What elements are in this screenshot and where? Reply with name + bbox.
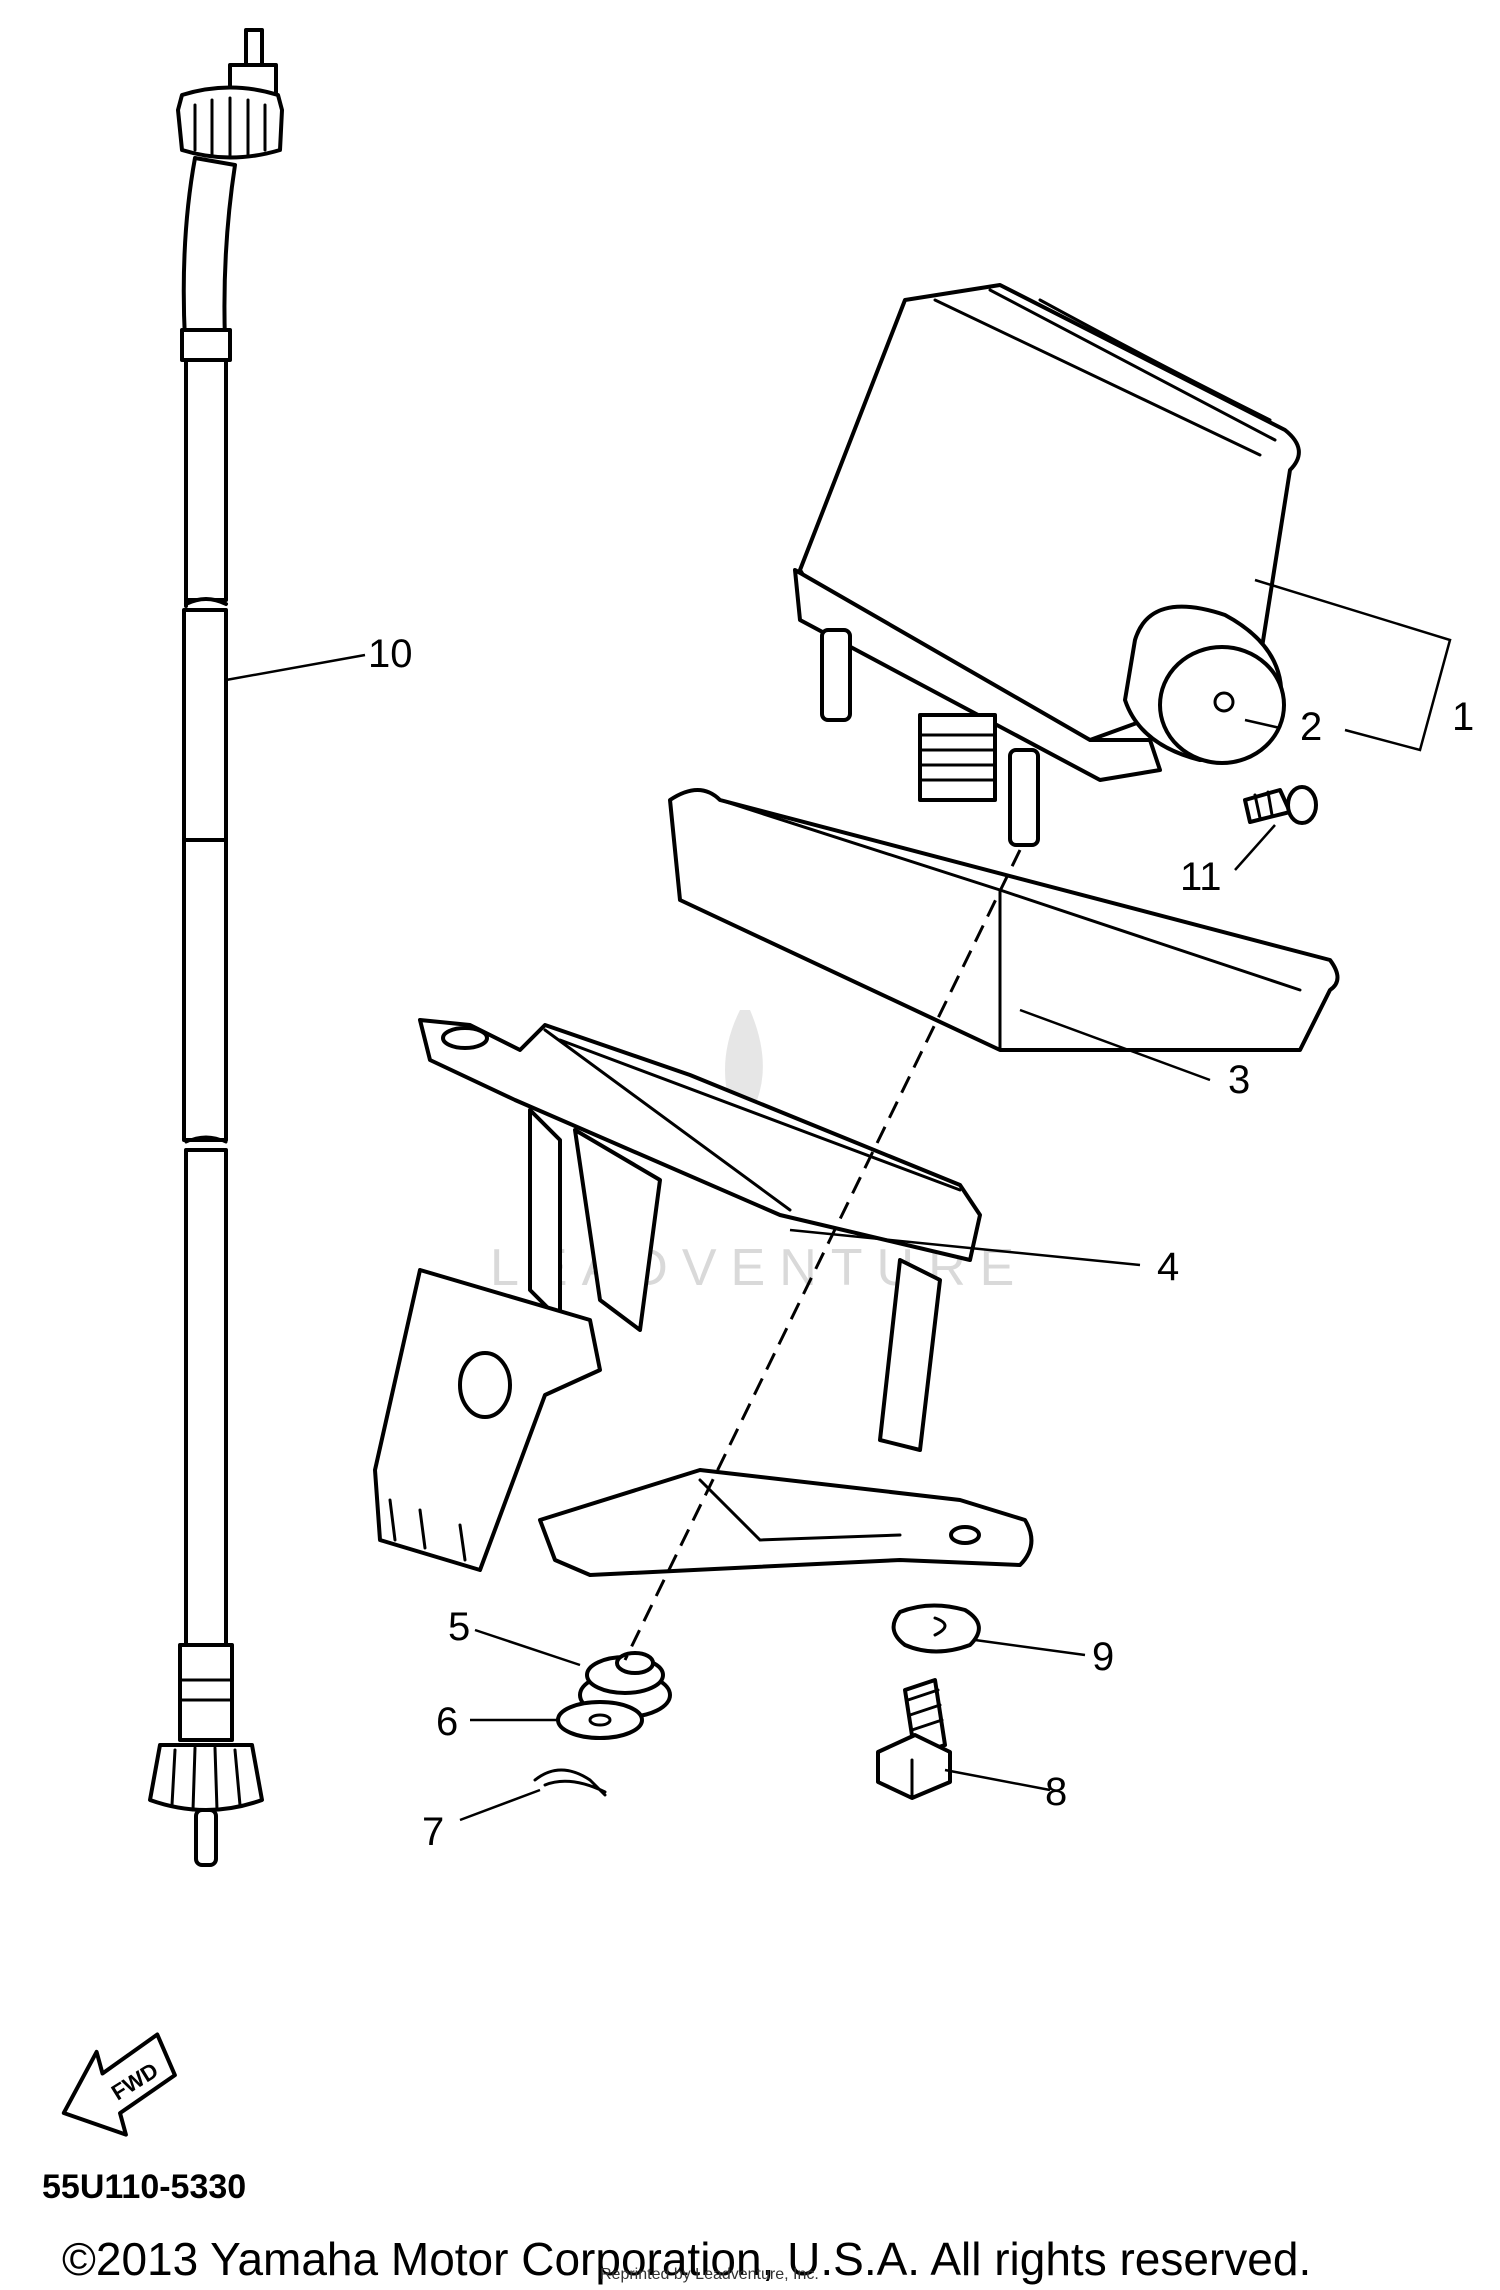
callout-5: 5 bbox=[448, 1605, 470, 1649]
callout-4: 4 bbox=[1157, 1245, 1179, 1289]
nut bbox=[891, 1603, 981, 1654]
callout-6: 6 bbox=[436, 1700, 458, 1744]
fwd-arrow: FWD bbox=[61, 2032, 177, 2137]
callout-labels: 1 2 3 4 5 6 7 8 9 10 11 bbox=[368, 632, 1474, 1854]
leader-lines bbox=[225, 578, 1452, 1822]
callout-2: 2 bbox=[1300, 705, 1322, 749]
speedometer-cable bbox=[148, 28, 284, 1867]
screw bbox=[1243, 785, 1318, 825]
callout-10: 10 bbox=[368, 632, 413, 676]
washer bbox=[556, 1700, 644, 1740]
assembly-line bbox=[623, 849, 1022, 1661]
copyright-notice: ©2013 Yamaha Motor Corporation, U.S.A. A… bbox=[62, 2233, 1312, 2285]
meter-cushion bbox=[668, 788, 1340, 1052]
callout-11: 11 bbox=[1180, 855, 1222, 899]
reset-knob bbox=[1123, 604, 1286, 765]
cotter-pin bbox=[533, 1768, 607, 1797]
callout-9: 9 bbox=[1092, 1635, 1114, 1679]
callout-3: 3 bbox=[1228, 1058, 1250, 1102]
bolt bbox=[876, 1678, 952, 1800]
reprint-note: Reprinted by Leadventure, Inc. bbox=[600, 2266, 819, 2283]
meter-bracket bbox=[373, 1018, 1034, 1577]
callout-7: 7 bbox=[422, 1810, 444, 1854]
callout-1: 1 bbox=[1452, 695, 1474, 739]
part-code: 55U110-5330 bbox=[42, 2168, 247, 2206]
callout-8: 8 bbox=[1045, 1770, 1067, 1814]
